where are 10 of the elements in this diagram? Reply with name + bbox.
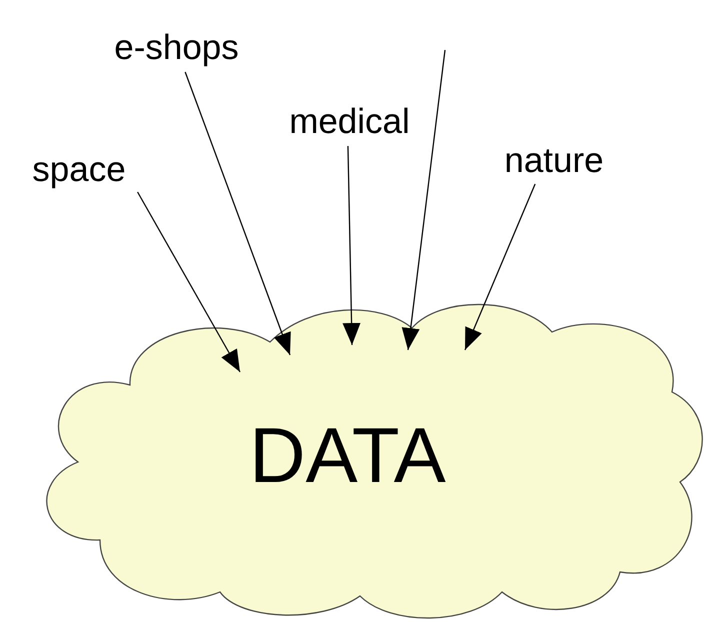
- arrow: [137, 192, 241, 372]
- arrow: [342, 146, 361, 346]
- source-label: e-shops: [114, 28, 239, 68]
- arrow: [464, 184, 536, 350]
- cloud-label: DATA: [249, 410, 446, 500]
- source-label: nature: [504, 141, 604, 181]
- arrow: [402, 50, 446, 350]
- source-label: medical: [289, 102, 410, 142]
- source-label: space: [32, 150, 126, 190]
- arrow: [184, 72, 291, 356]
